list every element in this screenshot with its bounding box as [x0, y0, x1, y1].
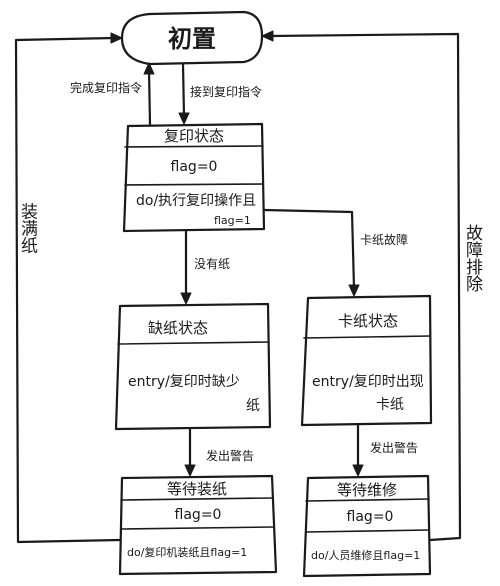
no-paper-state-name: 缺纸状态: [148, 319, 208, 337]
wait-paper-state-name: 等待装纸: [167, 480, 227, 498]
transition-alarm-left-label: 发出警告: [206, 448, 254, 463]
no-paper-state-entry-cont: 纸: [246, 398, 260, 414]
transition-alarm-right: 发出警告: [352, 423, 418, 477]
transition-no-paper-label: 没有纸: [194, 256, 230, 271]
no-paper-state-entry: entry/复印时缺少: [128, 373, 240, 390]
print-state-action-flag: flag=1: [214, 214, 251, 227]
wait-paper-state-flag: flag=0: [175, 507, 222, 523]
transition-paper-full: 装满纸: [14, 32, 123, 544]
jam-state-name: 卡纸状态: [338, 312, 398, 330]
transition-paper-full-label: 装满纸: [17, 202, 38, 253]
transition-alarm-left: 发出警告: [184, 427, 254, 477]
transition-done-label: 完成复印指令: [70, 80, 142, 95]
transition-receive-label: 接到复印指令: [190, 84, 262, 99]
transition-fault-cleared-label: 故障排除: [462, 224, 483, 292]
jam-state-entry-cont: 卡纸: [376, 397, 404, 413]
print-state-action: do/执行复印操作且: [136, 192, 256, 209]
wait-repair-state-name: 等待维修: [337, 481, 397, 499]
transition-no-paper: 没有纸: [180, 229, 230, 305]
transition-alarm-right-label: 发出警告: [370, 440, 418, 455]
transition-jam-label: 卡纸故障: [360, 232, 408, 247]
wait-paper-state: 等待装纸 flag=0 do/复印机装纸且flag=1: [118, 474, 278, 576]
no-paper-state: 缺纸状态 entry/复印时缺少 纸: [114, 302, 272, 431]
transition-jam: 卡纸故障: [262, 208, 408, 297]
wait-repair-state-action: do/人员维修且flag=1: [311, 548, 420, 562]
print-state-flag: flag=0: [171, 159, 218, 175]
transition-fault-cleared: 故障排除: [261, 30, 483, 542]
wait-repair-state: 等待维修 flag=0 do/人员维修且flag=1: [302, 474, 432, 578]
wait-repair-state-flag: flag=0: [347, 509, 394, 525]
transition-receive: 接到复印指令: [178, 62, 262, 125]
print-state-name: 复印状态: [164, 127, 224, 145]
jam-state-entry: entry/复印时出现: [312, 373, 424, 390]
initial-state-title: 初置: [168, 25, 216, 53]
transition-done: 完成复印指令: [70, 62, 155, 126]
initial-state: 初置: [120, 10, 264, 66]
wait-paper-state-action: do/复印机装纸且flag=1: [127, 545, 247, 559]
print-state: 复印状态 flag=0 do/执行复印操作且 flag=1: [122, 122, 266, 233]
jam-state: 卡纸状态 entry/复印时出现 卡纸: [300, 294, 433, 427]
